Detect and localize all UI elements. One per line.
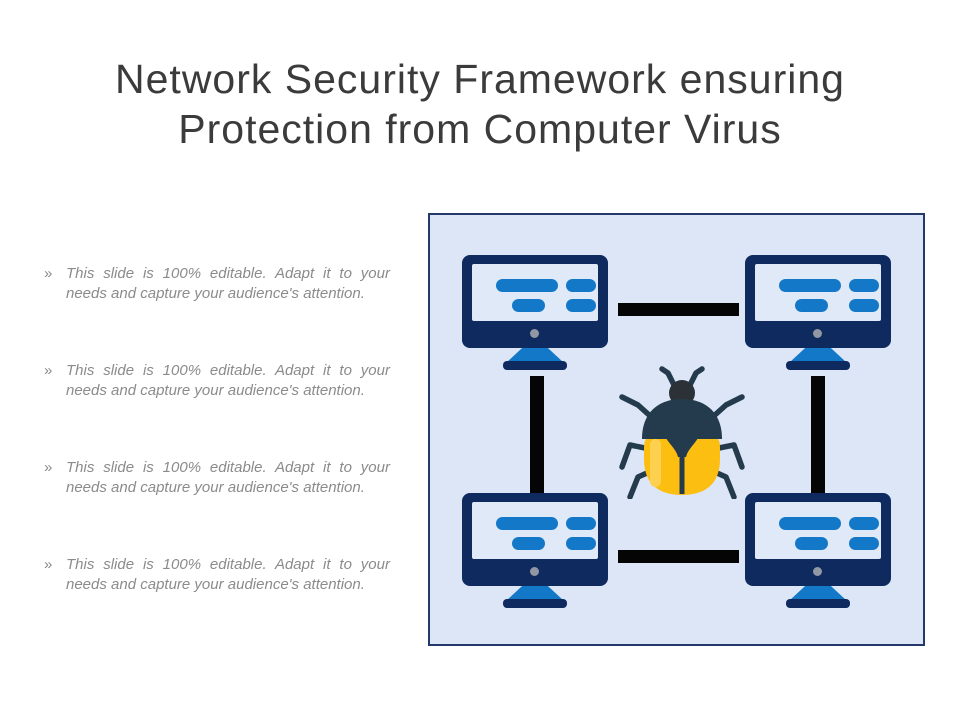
- screen-text-bar: [566, 299, 596, 312]
- screen-text-bar: [496, 517, 558, 530]
- monitor-bezel: [462, 493, 608, 586]
- bullet-text: This slide is 100% editable. Adapt it to…: [66, 556, 390, 593]
- computer-icon-top-right: [745, 255, 891, 371]
- screen-text-bar: [849, 517, 879, 530]
- bullet-item-1: » This slide is 100% editable. Adapt it …: [44, 264, 390, 304]
- screen-text-bar: [849, 299, 879, 312]
- screen-text-bar: [566, 279, 596, 292]
- screen-text-bar: [496, 279, 558, 292]
- computer-icon-top-left: [462, 255, 608, 371]
- monitor-screen: [755, 502, 881, 559]
- screen-text-bar: [566, 517, 596, 530]
- monitor-bezel: [745, 493, 891, 586]
- bullet-text: This slide is 100% editable. Adapt it to…: [66, 265, 390, 302]
- screen-text-bar: [849, 279, 879, 292]
- screen-text-bar: [512, 537, 545, 550]
- bug-thorax: [642, 399, 722, 439]
- bug-center-line: [679, 437, 685, 494]
- computer-icon-bottom-left: [462, 493, 608, 609]
- monitor-button-dot: [813, 329, 822, 338]
- monitor-button-dot: [530, 567, 539, 576]
- monitor-bezel: [745, 255, 891, 348]
- slide-title-line-1: Network Security Framework ensuring: [115, 56, 845, 102]
- bullet-text: This slide is 100% editable. Adapt it to…: [66, 459, 390, 496]
- screen-text-bar: [779, 279, 841, 292]
- bug-leg-mid-right: [711, 442, 745, 470]
- bug-leg-mid-left: [619, 442, 653, 470]
- slide-title: Network Security Framework ensuring Prot…: [0, 54, 960, 154]
- bullet-text: This slide is 100% editable. Adapt it to…: [66, 362, 390, 399]
- monitor-base: [503, 361, 567, 370]
- screen-text-bar: [566, 537, 596, 550]
- screen-text-bar: [849, 537, 879, 550]
- monitor-bezel: [462, 255, 608, 348]
- virus-bug-icon: [619, 366, 745, 499]
- screen-text-bar: [779, 517, 841, 530]
- bullet-item-3: » This slide is 100% editable. Adapt it …: [44, 458, 390, 498]
- monitor-stand: [790, 348, 846, 362]
- slide-title-line-2: Protection from Computer Virus: [178, 106, 782, 152]
- bullet-marker: »: [44, 362, 53, 379]
- computer-icon-bottom-right: [745, 493, 891, 609]
- network-diagram-panel: [428, 213, 925, 646]
- monitor-base: [503, 599, 567, 608]
- bullet-item-2: » This slide is 100% editable. Adapt it …: [44, 361, 390, 401]
- monitor-button-dot: [813, 567, 822, 576]
- monitor-base: [786, 361, 850, 370]
- bullet-item-4: » This slide is 100% editable. Adapt it …: [44, 555, 390, 595]
- bug-abdomen-highlight: [650, 439, 661, 487]
- screen-text-bar: [795, 537, 828, 550]
- bullet-marker: »: [44, 556, 53, 573]
- network-link-bottom: [618, 550, 739, 563]
- bullet-list: » This slide is 100% editable. Adapt it …: [44, 264, 390, 595]
- monitor-stand: [507, 586, 563, 600]
- screen-text-bar: [512, 299, 545, 312]
- bullet-marker: »: [44, 265, 53, 282]
- monitor-stand: [507, 348, 563, 362]
- monitor-screen: [472, 264, 598, 321]
- monitor-button-dot: [530, 329, 539, 338]
- monitor-base: [786, 599, 850, 608]
- monitor-stand: [790, 586, 846, 600]
- monitor-screen: [755, 264, 881, 321]
- network-link-top: [618, 303, 739, 316]
- network-link-right: [811, 376, 825, 494]
- bullet-marker: »: [44, 459, 53, 476]
- screen-text-bar: [795, 299, 828, 312]
- network-link-left: [530, 376, 544, 494]
- monitor-screen: [472, 502, 598, 559]
